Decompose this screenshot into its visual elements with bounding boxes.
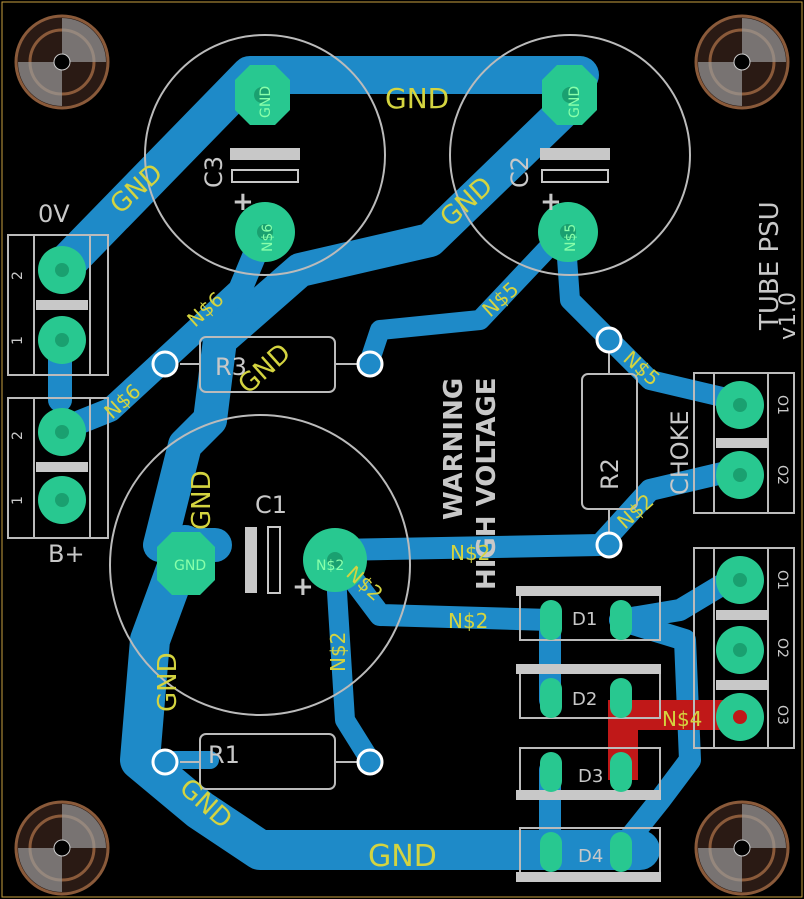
board-title: TUBE PSU bbox=[755, 201, 785, 331]
net-n2-e: N$2 bbox=[326, 632, 350, 672]
d4-label: D4 bbox=[578, 846, 603, 867]
pin-1: 1 bbox=[10, 496, 26, 505]
mount-hole-br bbox=[694, 800, 790, 896]
r1-label: R1 bbox=[208, 741, 240, 769]
mount-hole-tl bbox=[14, 14, 110, 110]
terminal-choke bbox=[693, 372, 795, 514]
board-version: v1.0 bbox=[776, 292, 801, 340]
c2-plus: + bbox=[540, 187, 562, 217]
pad-label-c3-n6: N$6 bbox=[260, 224, 276, 252]
resistor-bodies bbox=[180, 336, 638, 790]
pin-o3: O3 bbox=[774, 705, 790, 725]
pin-o1: O1 bbox=[774, 570, 790, 590]
pad-label-c3-gnd: GND bbox=[258, 86, 274, 118]
warning-text-2: HIGH VOLTAGE bbox=[472, 377, 502, 590]
pin-1: 1 bbox=[10, 336, 26, 345]
c3-outline bbox=[144, 34, 386, 276]
net-gnd-r3: GND bbox=[233, 338, 297, 400]
capacitor-outlines bbox=[109, 34, 691, 716]
c2-outline bbox=[449, 34, 691, 276]
r3-label: R3 bbox=[215, 353, 247, 381]
capacitor-bodies bbox=[230, 148, 610, 594]
terminal-blocks bbox=[7, 234, 795, 749]
d2-label: D2 bbox=[572, 689, 597, 710]
pad-label-c2-gnd: GND bbox=[567, 86, 583, 118]
pin-2: 2 bbox=[10, 431, 26, 440]
mount-hole-bl bbox=[14, 800, 110, 896]
net-gnd-lower: GND bbox=[153, 652, 183, 712]
choke-label: CHOKE bbox=[666, 410, 694, 495]
terminal-b-plus bbox=[7, 397, 109, 539]
warning-text: WARNING bbox=[439, 378, 469, 520]
d1-label: D1 bbox=[572, 609, 597, 630]
pad-label-c1-n2: N$2 bbox=[316, 558, 344, 574]
c1-plus: + bbox=[292, 572, 314, 602]
c3-label: C3 bbox=[200, 156, 228, 188]
terminal-0v bbox=[7, 234, 109, 376]
silkscreen-text: TUBE PSU v1.0 WARNING HIGH VOLTAGE C3 C2… bbox=[10, 156, 801, 867]
pad-label-c2-n5: N$5 bbox=[563, 224, 579, 252]
net-n2-b: N$2 bbox=[450, 541, 490, 565]
net-gnd-top: GND bbox=[385, 82, 449, 115]
c3-plus: + bbox=[232, 187, 254, 217]
c1-gnd-pad bbox=[157, 532, 215, 595]
pad-labels: GND GND N$6 N$5 GND N$2 bbox=[174, 86, 583, 574]
c1-outline bbox=[109, 414, 411, 716]
c2-label: C2 bbox=[506, 156, 534, 188]
net-gnd-c1: GND bbox=[187, 470, 217, 530]
mounting-holes bbox=[14, 14, 790, 896]
b-plus-label: B+ bbox=[48, 540, 85, 568]
pads bbox=[38, 65, 764, 872]
diode-bodies bbox=[516, 586, 661, 882]
c1-label: C1 bbox=[255, 491, 287, 519]
pad-label-c1-gnd: GND bbox=[174, 558, 206, 574]
pin-o2: O2 bbox=[774, 638, 790, 658]
r2-label: R2 bbox=[596, 458, 624, 490]
pin-o2: O2 bbox=[774, 465, 790, 485]
mount-hole-tr bbox=[694, 14, 790, 110]
net-gnd-bottom: GND bbox=[368, 839, 437, 874]
d3-label: D3 bbox=[578, 766, 603, 787]
zero-v-label: 0V bbox=[38, 200, 70, 228]
pin-o1: O1 bbox=[774, 395, 790, 415]
terminal-transformer bbox=[693, 547, 795, 749]
net-n2-d: N$2 bbox=[448, 609, 488, 633]
net-n4: N$4 bbox=[662, 707, 702, 731]
pin-2: 2 bbox=[10, 271, 26, 280]
